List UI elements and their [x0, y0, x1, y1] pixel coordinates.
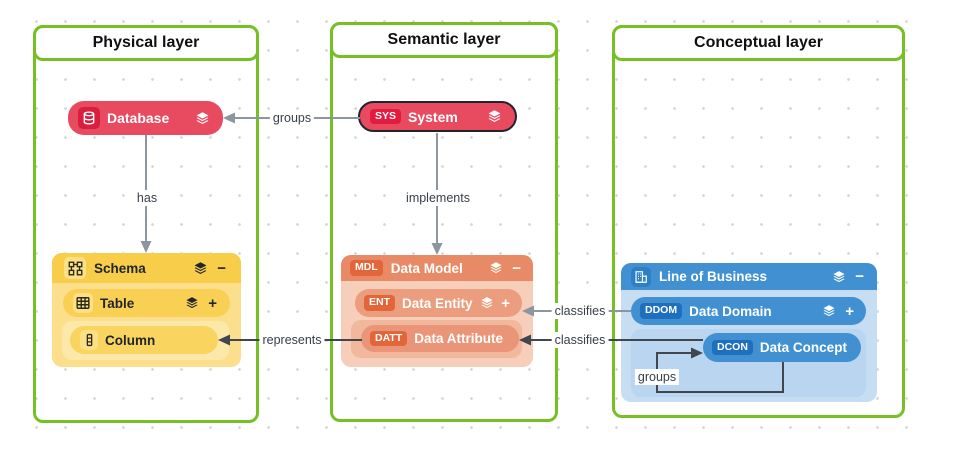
layers-icon — [196, 111, 209, 124]
node-data-concept-badge: DCON — [712, 339, 753, 356]
layers-icon — [823, 305, 835, 317]
layer-conceptual-header[interactable]: Conceptual layer — [612, 25, 905, 61]
edge-label-implements[interactable]: implements — [403, 190, 473, 206]
node-data-model-label: Data Model — [390, 260, 463, 276]
node-data-entity-badge: ENT — [364, 295, 395, 311]
edge-label-groups[interactable]: groups — [269, 110, 315, 126]
node-data-model-badge: MDL — [350, 260, 383, 276]
edge-label-represents[interactable]: represents — [259, 332, 325, 348]
layer-physical-title: Physical layer — [92, 34, 200, 51]
column-icon — [80, 330, 98, 350]
layer-semantic-title: Semantic layer — [387, 31, 501, 48]
schema-icon — [64, 257, 86, 279]
node-column-label: Column — [105, 332, 156, 348]
node-schema-label: Schema — [94, 260, 146, 276]
layer-semantic-header[interactable]: Semantic layer — [330, 22, 558, 58]
node-data-domain-label: Data Domain — [689, 303, 772, 319]
layer-semantic[interactable]: Semantic layer — [330, 22, 558, 422]
expand-button[interactable]: + — [501, 294, 510, 312]
node-data-attribute-badge: DATT — [370, 330, 408, 347]
node-data-concept-label: Data Concept — [759, 340, 847, 355]
node-database-label: Database — [107, 110, 170, 126]
layer-physical-header[interactable]: Physical layer — [33, 25, 259, 61]
node-data-attribute-label: Data Attribute — [414, 331, 503, 346]
table-icon — [73, 293, 93, 313]
node-data-attribute[interactable]: DATT Data Attribute — [361, 325, 519, 352]
layers-icon — [490, 262, 502, 274]
node-table-label: Table — [100, 295, 135, 311]
expand-button[interactable]: + — [845, 302, 854, 320]
edge-label-has[interactable]: has — [133, 190, 161, 206]
node-line-of-business[interactable]: Line of Business − — [621, 263, 877, 290]
node-data-entity[interactable]: ENT Data Entity + — [355, 289, 522, 317]
node-data-domain[interactable]: DDOM Data Domain + — [631, 297, 866, 325]
node-schema[interactable]: Schema − — [52, 253, 241, 283]
edge-label-classifies-attribute[interactable]: classifies — [551, 332, 609, 348]
collapse-button[interactable]: − — [855, 268, 864, 285]
node-column[interactable]: Column — [70, 326, 218, 354]
layer-conceptual[interactable]: Conceptual layer — [612, 25, 905, 418]
node-data-entity-label: Data Entity — [402, 295, 473, 311]
database-icon — [78, 107, 100, 129]
node-database[interactable]: Database — [68, 101, 223, 135]
layer-physical[interactable]: Physical layer — [33, 25, 259, 423]
node-table[interactable]: Table + — [63, 289, 230, 317]
layers-icon — [186, 297, 198, 309]
building-icon — [631, 266, 651, 287]
layers-icon — [488, 110, 501, 122]
node-system-badge: SYS — [370, 108, 402, 125]
layers-icon — [833, 270, 845, 282]
layers-icon — [194, 261, 207, 274]
layers-icon — [481, 297, 493, 309]
edge-label-groups-loop[interactable]: groups — [634, 369, 680, 385]
collapse-button[interactable]: − — [512, 259, 521, 277]
node-data-concept[interactable]: DCON Data Concept — [703, 333, 861, 362]
collapse-button[interactable]: − — [217, 259, 226, 277]
node-line-of-business-label: Line of Business — [659, 269, 768, 284]
layer-conceptual-title: Conceptual layer — [694, 34, 823, 51]
expand-button[interactable]: + — [208, 294, 217, 312]
database-right-icons — [195, 111, 213, 126]
node-data-model[interactable]: MDL Data Model − — [341, 255, 533, 281]
edge-label-classifies-entity[interactable]: classifies — [551, 303, 609, 319]
node-data-domain-badge: DDOM — [640, 303, 683, 319]
node-system-label: System — [408, 108, 458, 125]
node-system[interactable]: SYS System — [358, 101, 517, 132]
